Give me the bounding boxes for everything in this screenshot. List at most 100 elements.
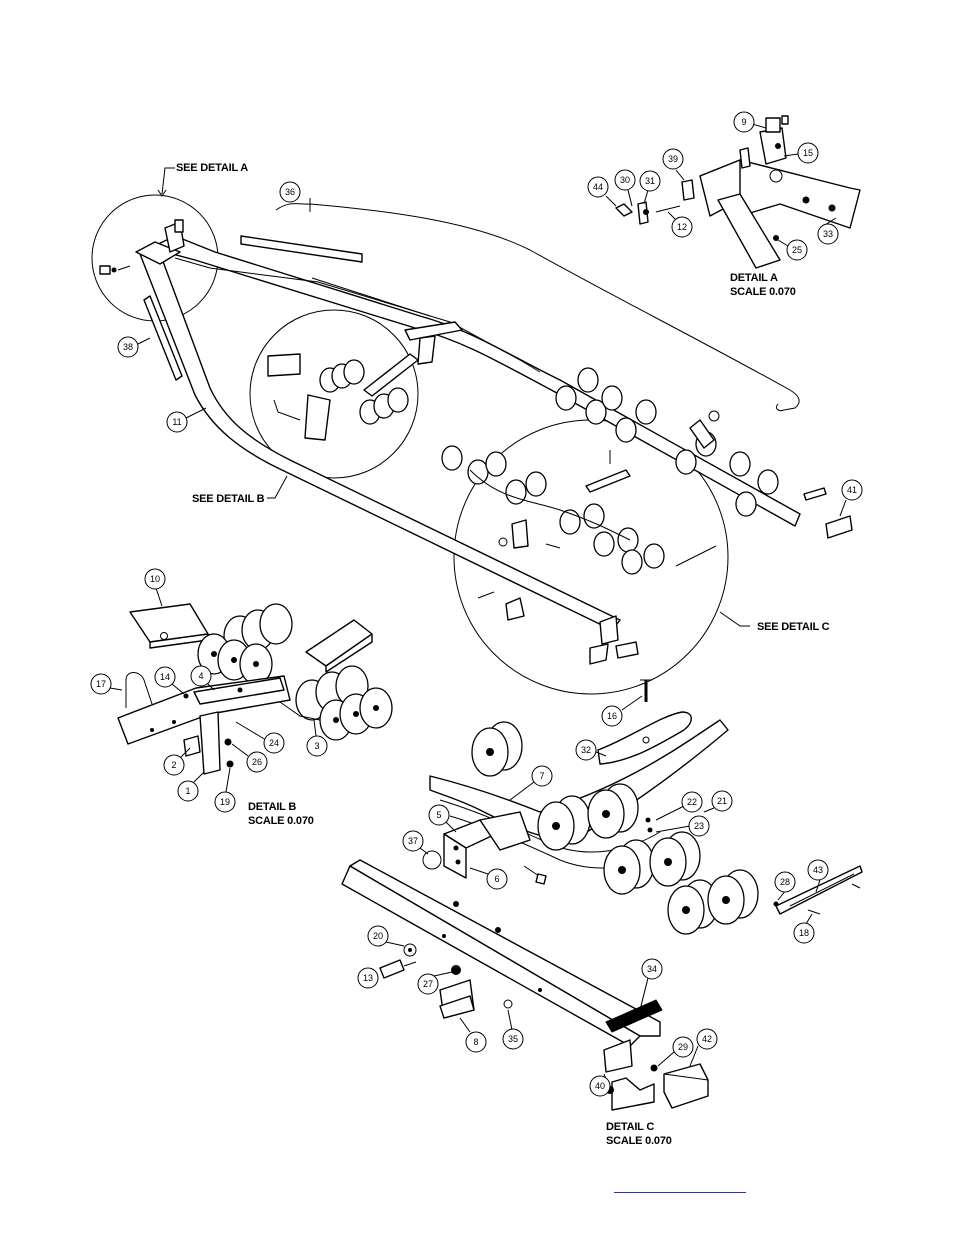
callout-37: 37 — [402, 830, 429, 855]
svg-text:19: 19 — [220, 797, 230, 807]
callout-36: 36 — [279, 181, 301, 203]
callout-40: 40 — [589, 1073, 611, 1097]
callout-11: 11 — [166, 407, 207, 433]
svg-text:40: 40 — [595, 1081, 605, 1091]
svg-text:18: 18 — [799, 928, 809, 938]
side-board — [143, 295, 183, 381]
detail-c-scale: SCALE 0.070 — [606, 1135, 672, 1147]
see-detail-b-leader — [267, 475, 288, 499]
callout-5: 5 — [428, 804, 457, 833]
svg-text:7: 7 — [539, 771, 544, 781]
svg-text:26: 26 — [252, 757, 262, 767]
svg-text:37: 37 — [408, 836, 418, 846]
svg-text:32: 32 — [581, 745, 591, 755]
callout-balloons: 9 15 39 44 30 31 12 25 33 36 38 11 41 10… — [90, 111, 863, 1097]
left-side-rail — [139, 247, 621, 631]
callout-6: 6 — [469, 867, 508, 890]
svg-text:43: 43 — [813, 865, 823, 875]
svg-text:25: 25 — [792, 245, 802, 255]
svg-text:41: 41 — [847, 485, 857, 495]
svg-text:44: 44 — [593, 182, 603, 192]
svg-text:34: 34 — [647, 964, 657, 974]
svg-text:13: 13 — [363, 973, 373, 983]
detail-b-title: DETAIL B — [248, 801, 296, 813]
callout-13: 13 — [357, 967, 379, 989]
text-labels: SEE DETAIL A SEE DETAIL B SEE DETAIL C D… — [176, 162, 830, 1147]
svg-text:24: 24 — [269, 738, 279, 748]
callout-41: 41 — [839, 479, 863, 517]
callout-38: 38 — [117, 336, 151, 358]
svg-text:39: 39 — [668, 154, 678, 164]
svg-text:27: 27 — [423, 979, 433, 989]
svg-text:9: 9 — [741, 117, 746, 127]
end-block — [825, 515, 853, 539]
callout-23: 23 — [655, 815, 710, 837]
mini-rollers-b — [319, 359, 409, 425]
callout-12: 12 — [667, 211, 693, 238]
svg-text:17: 17 — [96, 679, 106, 689]
mini-rollers-c — [441, 445, 665, 575]
callout-32: 32 — [575, 739, 607, 761]
callout-19: 19 — [214, 767, 236, 813]
callout-17: 17 — [90, 673, 123, 695]
detail-a-title: DETAIL A — [730, 272, 778, 284]
svg-text:31: 31 — [645, 176, 655, 186]
detail-a-scale: SCALE 0.070 — [730, 286, 796, 298]
svg-text:2: 2 — [171, 760, 176, 770]
callout-20: 20 — [367, 925, 405, 947]
see-detail-a-label: SEE DETAIL A — [176, 162, 248, 174]
callout-26: 26 — [231, 743, 268, 773]
svg-text:5: 5 — [436, 810, 441, 820]
callout-43: 43 — [807, 859, 829, 893]
callout-1: 1 — [177, 771, 205, 802]
callout-21: 21 — [703, 790, 733, 813]
svg-text:38: 38 — [123, 342, 133, 352]
detail-c-drawing — [341, 711, 863, 1111]
svg-text:21: 21 — [717, 796, 727, 806]
walking-beam — [429, 719, 729, 839]
callout-9: 9 — [733, 111, 767, 133]
hyperlink-underline[interactable] — [614, 1192, 746, 1193]
callout-35: 35 — [502, 1009, 524, 1050]
see-detail-c-leader — [719, 611, 750, 627]
callout-44: 44 — [587, 176, 617, 207]
callout-25: 25 — [777, 239, 808, 261]
callout-15: 15 — [783, 142, 819, 164]
end-cap — [663, 1063, 709, 1109]
svg-text:23: 23 — [694, 821, 704, 831]
callout-2: 2 — [163, 747, 191, 776]
svg-text:42: 42 — [702, 1034, 712, 1044]
callout-39: 39 — [662, 148, 685, 181]
callout-31: 31 — [639, 170, 661, 205]
callout-34: 34 — [639, 958, 663, 1011]
main-frame-assembly — [91, 167, 853, 702]
callout-27: 27 — [417, 971, 453, 995]
bunk-pad-c — [597, 711, 692, 765]
u-bolt — [125, 672, 153, 708]
detail-b-drawing — [117, 603, 393, 775]
svg-text:22: 22 — [687, 797, 697, 807]
svg-text:33: 33 — [823, 229, 833, 239]
svg-text:1: 1 — [185, 786, 190, 796]
bunk-board-top — [240, 235, 363, 263]
callout-16: 16 — [601, 695, 643, 727]
svg-text:29: 29 — [678, 1042, 688, 1052]
callout-7: 7 — [509, 765, 553, 801]
svg-text:30: 30 — [620, 175, 630, 185]
svg-text:15: 15 — [803, 148, 813, 158]
callout-24: 24 — [235, 721, 285, 754]
see-detail-b-label: SEE DETAIL B — [192, 493, 265, 505]
svg-text:35: 35 — [508, 1034, 518, 1044]
see-detail-a-leader — [161, 167, 175, 195]
callout-10: 10 — [144, 568, 166, 607]
callout-42: 42 — [689, 1028, 718, 1067]
svg-text:11: 11 — [172, 417, 181, 427]
svg-text:10: 10 — [150, 574, 160, 584]
svg-text:20: 20 — [373, 931, 383, 941]
detail-b-scale: SCALE 0.070 — [248, 815, 314, 827]
callout-14: 14 — [154, 666, 185, 695]
callout-18: 18 — [793, 913, 815, 944]
svg-text:14: 14 — [160, 672, 170, 682]
svg-text:12: 12 — [677, 222, 687, 232]
callout-4: 4 — [190, 665, 215, 691]
